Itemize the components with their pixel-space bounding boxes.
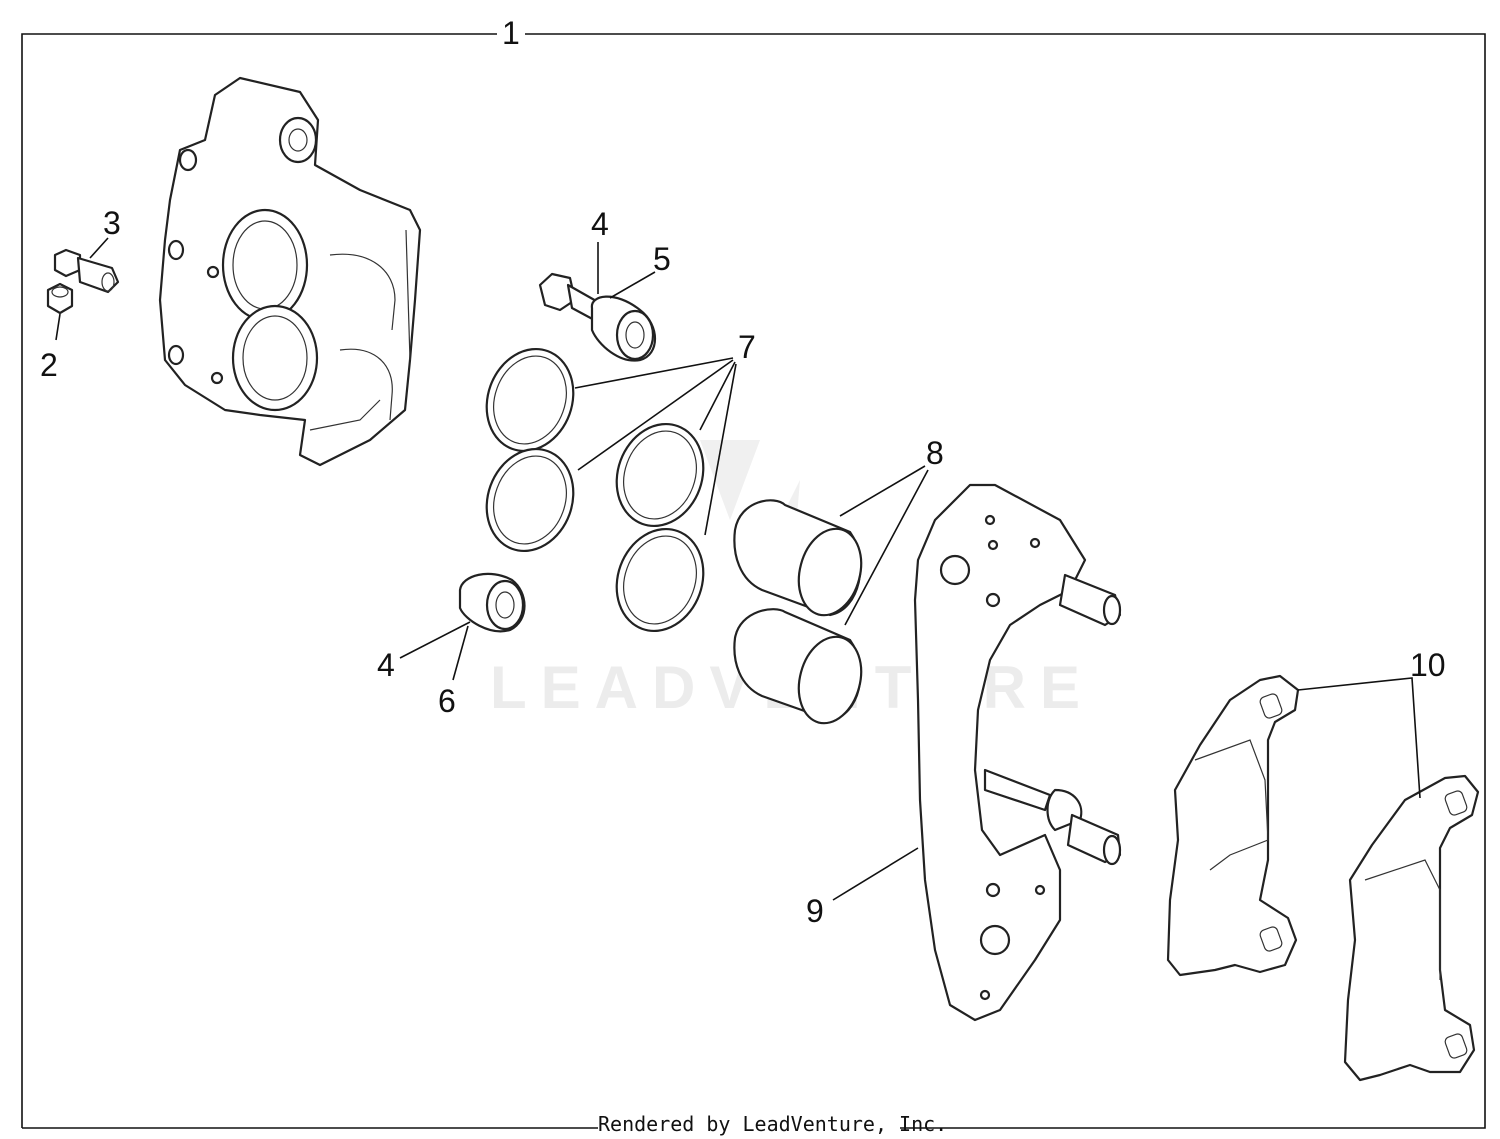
bleeder-cap — [46, 282, 74, 315]
piston-seal-rings — [485, 347, 705, 633]
callout-2: 2 — [40, 347, 58, 383]
footer-credit: Rendered by LeadVenture, Inc. — [598, 1112, 947, 1136]
leader-lines — [55, 237, 1421, 901]
caliper-bracket — [913, 483, 1122, 1022]
pin-bolt — [538, 272, 600, 324]
callout-3: 3 — [103, 205, 121, 241]
callout-9: 9 — [806, 893, 824, 929]
callout-7: 7 — [738, 329, 756, 365]
callout-1: 1 — [502, 15, 520, 51]
callout-10: 10 — [1410, 647, 1446, 683]
pistons — [733, 499, 863, 725]
callout-labels: 1 2 3 4 5 4 6 7 8 9 10 — [40, 15, 1446, 929]
brake-pads — [1166, 674, 1480, 1082]
pin-boot-upper — [590, 295, 656, 362]
callout-5: 5 — [653, 241, 671, 277]
bleeder-screw — [53, 248, 120, 294]
pin-boot-lower — [458, 572, 526, 633]
assembly-bracket — [21, 33, 1486, 1129]
callout-4-upper: 4 — [591, 206, 609, 242]
caliper-body — [158, 76, 422, 467]
callout-8: 8 — [926, 435, 944, 471]
callout-6: 6 — [438, 683, 456, 719]
callout-4-lower: 4 — [377, 647, 395, 683]
